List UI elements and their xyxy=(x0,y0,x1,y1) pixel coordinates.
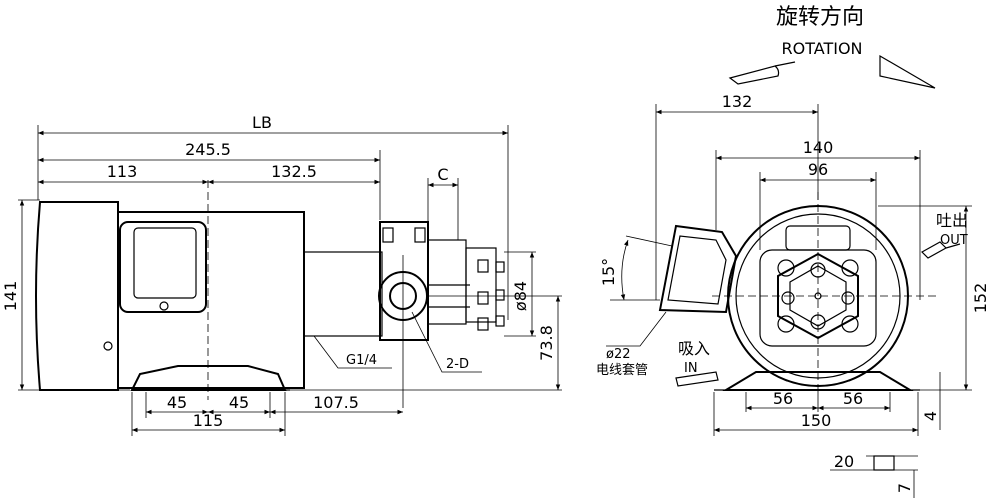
label-cable-dia: ø22 xyxy=(606,347,631,362)
dim-lb: LB xyxy=(252,113,272,132)
end-view xyxy=(658,192,961,392)
side-dimensions: LB 245.5 113 132.5 C 141 ø84 73.8 xyxy=(1,113,562,436)
rotation-arrow xyxy=(728,54,936,89)
dim-foot-b: 56 xyxy=(843,389,863,408)
label-out-cn: 吐出 xyxy=(936,211,968,230)
dim-key-width: 20 xyxy=(834,452,854,471)
dim-foot-height: 4 xyxy=(921,411,940,421)
dim-angle: 15° xyxy=(599,258,618,286)
dim-c: C xyxy=(437,165,448,184)
label-in-en: IN xyxy=(684,361,698,376)
callout-thread: G1/4 xyxy=(346,353,377,368)
dim-height: 141 xyxy=(1,281,20,312)
dim-base-b: 45 xyxy=(229,393,249,412)
label-cable-cn: 电线套管 xyxy=(596,362,648,378)
dim-rear: 132.5 xyxy=(271,162,317,181)
dim-foot-a: 56 xyxy=(773,389,793,408)
dim-foot-width: 150 xyxy=(801,411,832,430)
dim-inner: 96 xyxy=(808,160,828,179)
end-dimensions: 132 140 96 15° 152 56 56 150 xyxy=(596,92,990,498)
dim-base-c: 107.5 xyxy=(313,393,359,412)
dim-top: 132 xyxy=(722,92,753,111)
side-view xyxy=(35,180,505,408)
dim-height-end: 152 xyxy=(971,283,990,314)
callout-holes: 2-D xyxy=(446,357,469,372)
dim-width: 140 xyxy=(803,138,834,157)
dim-base-width: 115 xyxy=(193,411,224,430)
dim-overall: 245.5 xyxy=(185,140,231,159)
label-in-cn: 吸入 xyxy=(678,339,710,358)
label-out-en: OUT xyxy=(940,233,968,248)
dim-axis-height: 73.8 xyxy=(537,325,556,361)
dim-front: 113 xyxy=(107,162,138,181)
rotation-title-cn: 旋转方向 xyxy=(776,5,864,30)
dim-base-a: 45 xyxy=(167,393,187,412)
dim-key-height: 7 xyxy=(895,483,914,493)
rotation-title-en: ROTATION xyxy=(782,39,863,58)
